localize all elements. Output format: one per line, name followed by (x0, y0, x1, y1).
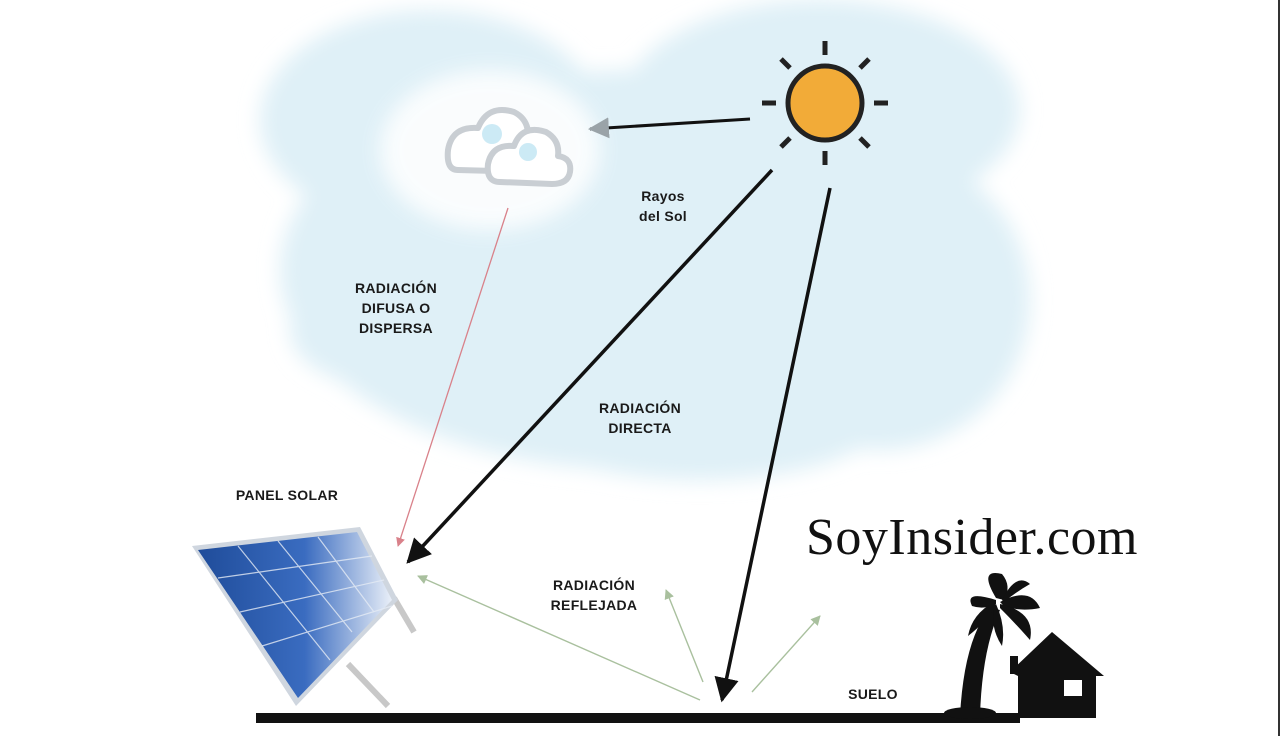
reflected-label-line: REFLEJADA (550, 597, 638, 613)
direct-radiation-arrow (406, 168, 774, 564)
direct-radiation-label: RADIACIÓN DIRECTA (580, 398, 700, 438)
diffuse-label-line: RADIACIÓN (354, 280, 438, 296)
watermark-text: SoyInsider.com (806, 509, 1138, 566)
reflected-label-line: RADIACIÓN (552, 577, 636, 593)
sun-icon (762, 41, 888, 165)
diffuse-radiation-arrow (396, 207, 509, 547)
rays-label-line: del Sol (639, 208, 687, 224)
palm-tree-icon (944, 573, 1040, 719)
house-icon (1010, 632, 1104, 718)
solar-panel-icon (192, 527, 417, 709)
diffuse-radiation-label: RADIACIÓN DIFUSA O DISPERSA (336, 278, 456, 338)
ground-line (256, 713, 1020, 723)
diffuse-label-line: DIFUSA O (361, 300, 431, 316)
rays-label: Rayos del Sol (628, 186, 698, 226)
cloud-icon-inner (482, 124, 537, 161)
direct-label-line: DIRECTA (608, 420, 672, 436)
panel-label: PANEL SOLAR (235, 487, 339, 503)
ground-label: SUELO (848, 686, 898, 702)
diffuse-label-line: DISPERSA (359, 320, 433, 336)
sun-to-ground-arrow (714, 187, 832, 703)
direct-label-line: RADIACIÓN (598, 400, 682, 416)
reflected-radiation-label: RADIACIÓN REFLEJADA (534, 575, 654, 615)
rays-label-line: Rayos (641, 188, 685, 204)
reflected-radiation-arrows (417, 575, 821, 701)
sun-to-cloud-arrow (587, 117, 751, 139)
